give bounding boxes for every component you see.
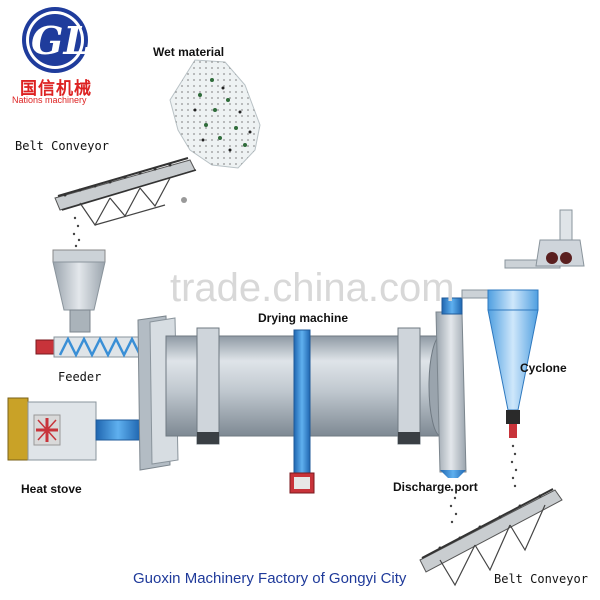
watermark-text: trade.china.com xyxy=(170,266,455,310)
heat-stove xyxy=(7,397,141,461)
feed-hopper xyxy=(52,249,106,333)
label-wet-material: Wet material xyxy=(153,45,225,59)
label-belt-conveyor-top: Belt Conveyor xyxy=(15,139,109,153)
label-discharge-port: Discharge port xyxy=(393,480,478,494)
logo-chinese-text: 国信机械 xyxy=(20,79,92,99)
cyclone-separator xyxy=(487,289,539,488)
label-feeder: Feeder xyxy=(58,370,102,384)
exhaust-fan xyxy=(535,209,585,267)
top-belt-conveyor xyxy=(54,157,197,248)
label-cyclone: Cyclone xyxy=(520,361,567,375)
discharge-housing xyxy=(435,297,467,524)
label-belt-conveyor-bottom: Belt Conveyor xyxy=(494,572,588,586)
footer-company-name: Guoxin Machinery Factory of Gongyi City xyxy=(133,570,407,587)
bottom-belt-conveyor xyxy=(419,488,563,587)
dryer-drum xyxy=(165,327,454,494)
label-drying-machine: Drying machine xyxy=(258,311,349,325)
svg-text:GL: GL xyxy=(31,18,90,63)
logo-english-text: Nations machinery xyxy=(12,95,87,105)
screw-feeder xyxy=(35,336,150,358)
label-heat-stove: Heat stove xyxy=(21,482,82,496)
company-logo: GL xyxy=(22,7,90,73)
wet-material-pile xyxy=(169,59,261,169)
